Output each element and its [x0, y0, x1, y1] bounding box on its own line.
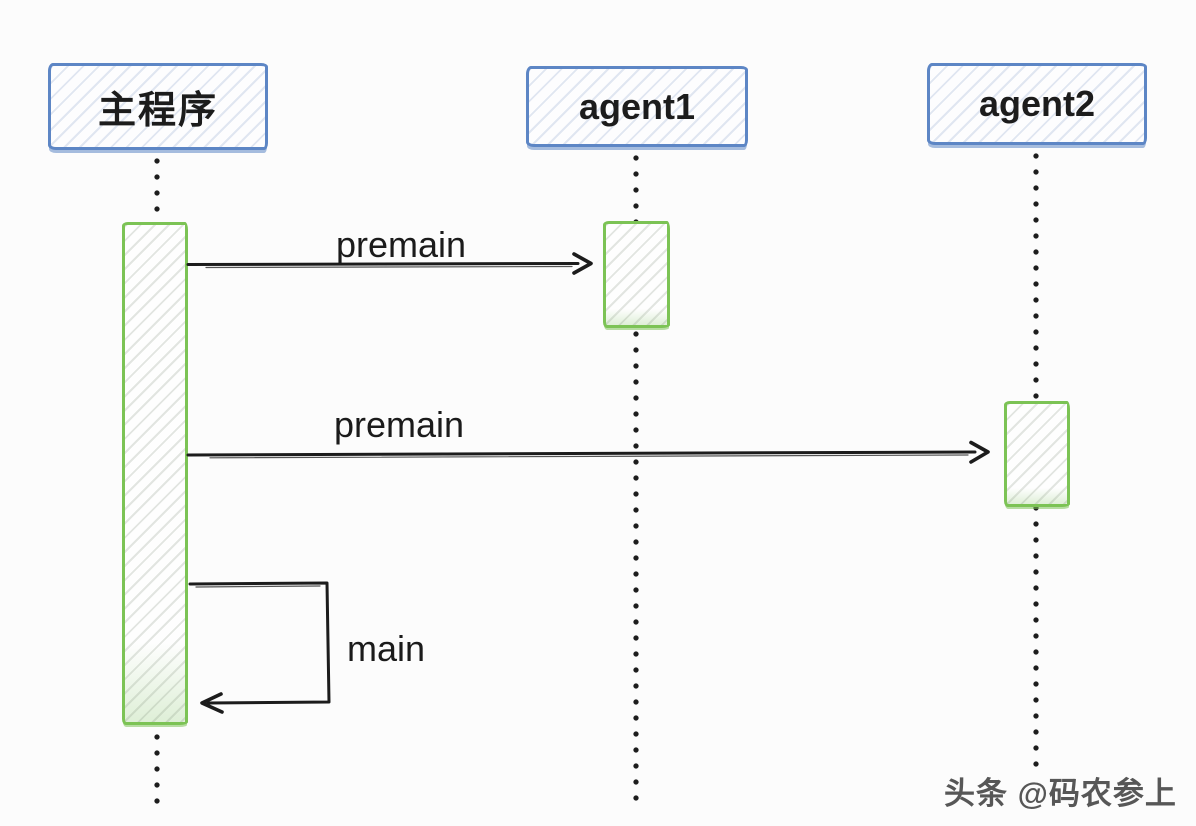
actor-label-agent2: agent2 [978, 83, 1096, 124]
actor-label-agent1: agent1 [578, 85, 696, 127]
message-arrow-premain-agent2 [186, 440, 990, 464]
activation-bar-main-program [122, 222, 188, 725]
actor-box-agent2: agent2 [927, 63, 1147, 145]
message-label-premain-2: premain [334, 404, 465, 445]
lifeline-agent1 [633, 150, 639, 804]
message-label-main: main [347, 628, 426, 669]
message-arrow-main-self [188, 581, 331, 714]
message-label-premain-1: premain [336, 224, 467, 265]
activation-bar-agent2 [1004, 401, 1070, 507]
activation-bar-agent1 [603, 221, 670, 328]
actor-box-main-program: 主程序 [48, 63, 268, 150]
actor-box-agent1: agent1 [526, 66, 748, 147]
watermark-text: 头条 @码农参上 [944, 776, 1177, 811]
actor-label-main-program: 主程序 [97, 90, 218, 132]
